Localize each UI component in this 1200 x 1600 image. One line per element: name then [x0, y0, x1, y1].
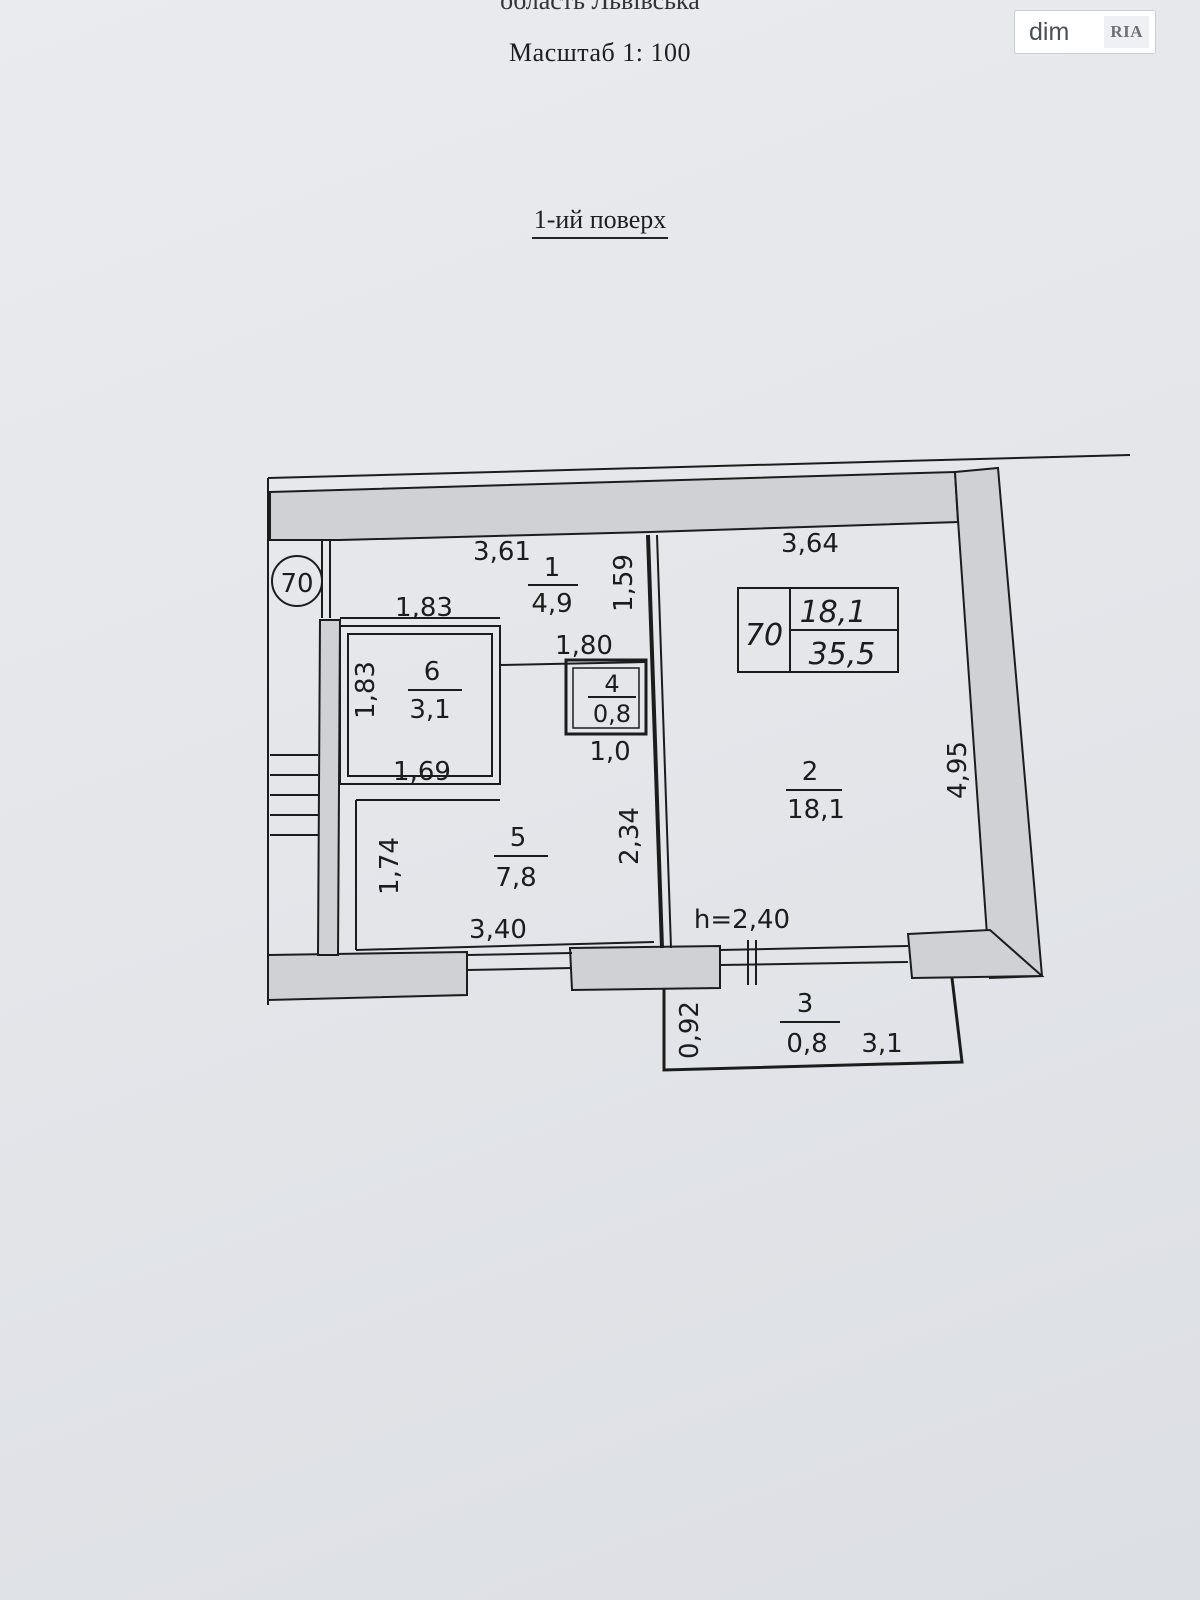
- bottom-left-wall: [267, 950, 468, 1002]
- room-1-number: 1: [544, 553, 561, 583]
- left-inner-wall: [316, 619, 342, 956]
- apartment-total-area: 35,5: [809, 637, 876, 672]
- dimension-1-69: 1,69: [393, 757, 451, 787]
- dimension-1-80: 1,80: [555, 631, 613, 661]
- dimension-3-61: 3,61: [473, 537, 531, 567]
- dimension-4-95: 4,95: [943, 741, 973, 799]
- floor-title-text: 1-ий поверх: [531, 205, 669, 239]
- room-3-number: 3: [797, 989, 814, 1019]
- watermark-ria: RIA: [1104, 16, 1149, 48]
- room-6-inner: [347, 633, 493, 777]
- dimension-3-64: 3,64: [781, 529, 839, 559]
- room-3-area: 0,8: [786, 1029, 827, 1059]
- room-5-number: 5: [510, 823, 527, 853]
- scale-label: Масштаб 1: 100: [509, 38, 691, 67]
- site-boundary-line: [267, 454, 1131, 479]
- room-2-area: 18,1: [787, 795, 845, 825]
- window-right: [719, 945, 909, 951]
- room-2-number: 2: [802, 757, 819, 787]
- room-4-inner: [572, 667, 640, 729]
- room-4-outline: [564, 658, 648, 736]
- dimension-3-1: 3,1: [861, 1029, 902, 1059]
- window-right-2: [719, 961, 909, 966]
- dimension-1-83-top: 1,83: [395, 593, 453, 623]
- ceiling-height: h=2,40: [694, 905, 790, 935]
- dimension-1-59: 1,59: [609, 554, 639, 612]
- building-number-circle: [271, 555, 323, 607]
- top-wall: [269, 470, 960, 541]
- dimension-0-92: 0,92: [675, 1001, 705, 1059]
- partition-wall: [646, 534, 664, 949]
- room-5-area: 7,8: [495, 863, 536, 893]
- room-4-area: 0,8: [593, 700, 631, 728]
- balcony-outline: [662, 977, 964, 1072]
- right-wall: [953, 466, 1044, 980]
- dimension-2-34: 2,34: [615, 807, 645, 865]
- room-6-outline: [339, 625, 501, 785]
- building-number: 70: [280, 569, 313, 599]
- room-5-bottom-boundary: [355, 941, 655, 951]
- bottom-right-wall: [906, 928, 1045, 980]
- dimension-1-83-side: 1,83: [351, 661, 381, 719]
- dimension-3-40: 3,40: [469, 915, 527, 945]
- room-4-number: 4: [604, 670, 619, 698]
- dimension-1-0: 1,0: [589, 737, 630, 767]
- dimension-1-74: 1,74: [375, 837, 405, 895]
- room-6-door-line: [499, 661, 647, 666]
- apartment-number: 70: [745, 618, 783, 653]
- window-left: [466, 952, 573, 956]
- bottom-middle-pier: [568, 944, 721, 992]
- watermark-logo: dim RIA: [1014, 10, 1156, 54]
- window-left-2: [466, 967, 573, 971]
- apartment-living-area: 18,1: [800, 595, 867, 630]
- floor-title: 1-ий поверх: [0, 205, 1200, 239]
- room-6-number: 6: [424, 657, 441, 687]
- region-heading: область Львівська: [500, 0, 700, 15]
- partition-wall-inner: [656, 534, 672, 949]
- room-1-area: 4,9: [531, 589, 572, 619]
- room-6-area: 3,1: [409, 695, 450, 725]
- watermark-dim: dim: [1029, 17, 1070, 46]
